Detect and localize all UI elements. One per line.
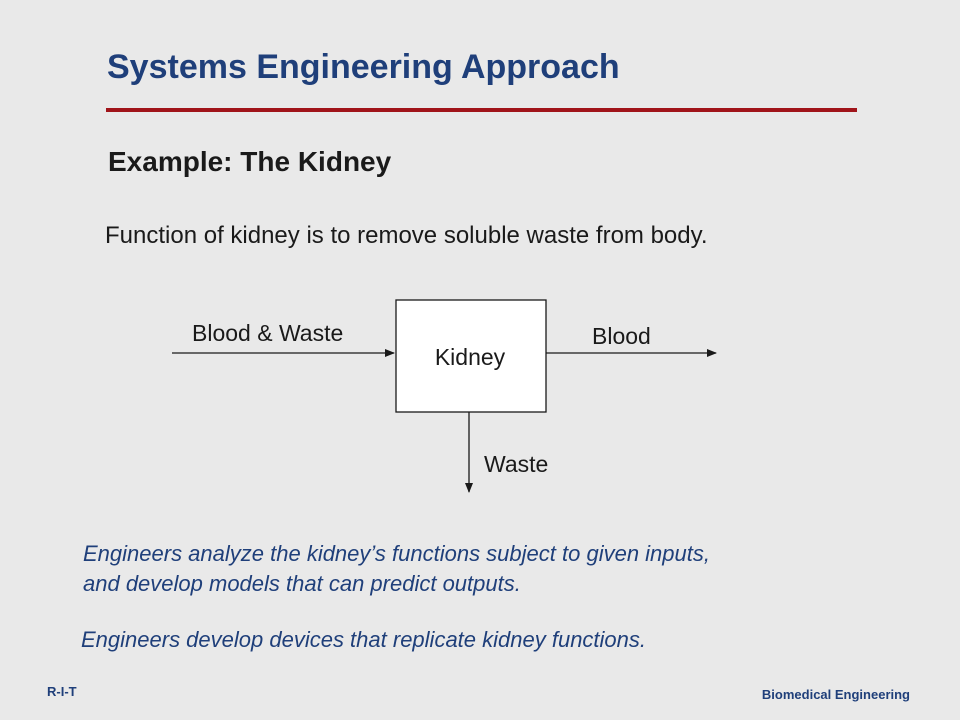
input-label: Blood & Waste [192,320,343,346]
analysis-note-line-2: and develop models that can predict outp… [83,571,521,596]
waste-label: Waste [484,451,548,477]
devices-note: Engineers develop devices that replicate… [81,627,647,652]
analysis-note-line-1: Engineers analyze the kidney’s functions… [83,541,710,566]
footer-department: Biomedical Engineering [761,687,910,702]
slide-subtitle: Example: The Kidney [108,146,392,177]
title-underline [106,108,857,112]
output-label: Blood [592,323,651,349]
kidney-block [395,299,547,413]
analysis-note: Engineers analyze the kidney’s functions… [83,539,710,599]
kidney-label: Kidney [435,344,506,370]
footer-institution: R-I-T [47,684,77,699]
function-statement: Function of kidney is to remove soluble … [105,222,708,249]
slide-title: Systems Engineering Approach [107,48,620,86]
